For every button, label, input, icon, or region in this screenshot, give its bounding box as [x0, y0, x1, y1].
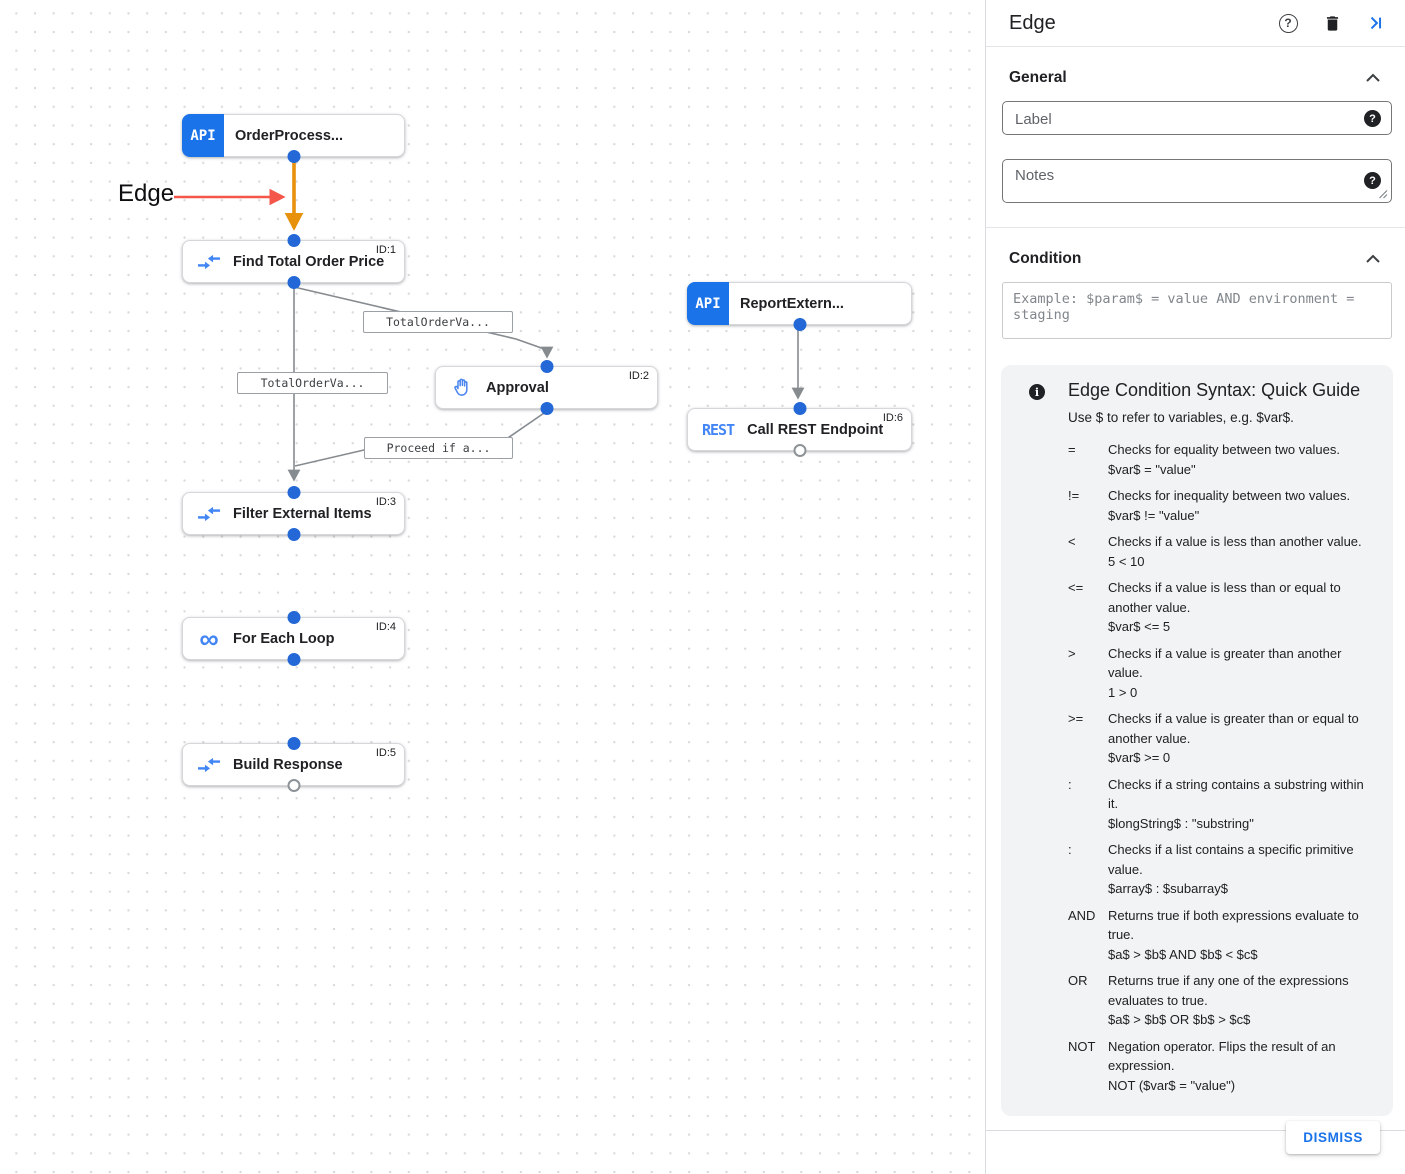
guide-intro: Use $ to refer to variables, e.g. $var$.: [1068, 410, 1294, 425]
output-port[interactable]: [287, 150, 300, 163]
condition-input[interactable]: [1003, 283, 1391, 338]
guide-row: <= Checks if a value is less than or equ…: [1068, 580, 1341, 634]
condition-heading: Condition: [1009, 250, 1082, 267]
node-title: Find Total Order Price: [233, 253, 385, 270]
dismiss-button[interactable]: DISMISS: [1286, 1121, 1380, 1154]
guide-title: Edge Condition Syntax: Quick Guide: [1068, 380, 1361, 400]
input-port[interactable]: [540, 360, 553, 373]
resize-handle-icon[interactable]: [1378, 189, 1388, 199]
general-section-header[interactable]: General: [986, 47, 1405, 101]
node-title: Call REST Endpoint: [747, 421, 884, 438]
guide-row: = Checks for equality between two values…: [1068, 442, 1340, 477]
input-port[interactable]: [287, 611, 300, 624]
node-title: OrderProcess...: [235, 127, 343, 144]
output-port[interactable]: [540, 402, 553, 415]
edge-condition-label[interactable]: TotalOrderVa...: [237, 372, 388, 394]
guide-row: < Checks if a value is less than another…: [1068, 534, 1362, 569]
notes-help-icon[interactable]: ?: [1364, 172, 1381, 189]
guide-row: OR Returns true if any one of the expres…: [1068, 973, 1349, 1027]
node-title: Build Response: [233, 756, 343, 773]
flow-canvas[interactable]: Edge API OrderProcess... Find Total Orde…: [0, 0, 985, 1174]
chevron-up-icon: [1366, 254, 1380, 263]
approval-hand-icon: [449, 376, 475, 399]
node-order-process[interactable]: API OrderProcess...: [182, 114, 405, 163]
label-input[interactable]: [1003, 102, 1391, 134]
for-each-loop-icon: ∞: [199, 623, 219, 654]
api-trigger-icon: API: [182, 114, 224, 157]
input-port[interactable]: [287, 737, 300, 750]
edges-layer: [174, 160, 805, 482]
output-port[interactable]: [793, 318, 806, 331]
output-port[interactable]: [287, 653, 300, 666]
output-port[interactable]: [287, 528, 300, 541]
guide-row: : Checks if a list contains a specific p…: [1068, 842, 1354, 896]
guide-row: != Checks for inequality between two val…: [1068, 488, 1351, 523]
node-approval[interactable]: Approval ID:2: [435, 360, 658, 415]
chevron-up-icon: [1366, 73, 1380, 82]
api-trigger-icon: API: [687, 282, 729, 325]
output-port-empty[interactable]: [287, 779, 300, 792]
panel-footer: DISMISS: [986, 1121, 1405, 1174]
label-help-icon[interactable]: ?: [1364, 110, 1381, 127]
notes-field-wrap: ?: [1002, 159, 1392, 203]
guide-row: >= Checks if a value is greater than or …: [1068, 711, 1359, 765]
node-call-rest-endpoint[interactable]: REST Call REST Endpoint ID:6: [687, 402, 912, 457]
node-build-response[interactable]: Build Response ID:5: [182, 737, 405, 792]
data-mapping-icon: [196, 254, 222, 270]
section-divider: [986, 227, 1405, 228]
delete-edge-button[interactable]: [1321, 12, 1343, 34]
node-for-each-loop[interactable]: ∞ For Each Loop ID:4: [182, 611, 405, 666]
edge-condition-label[interactable]: TotalOrderVa...: [363, 311, 513, 333]
node-id: ID:3: [375, 496, 396, 508]
data-mapping-icon: [196, 506, 222, 522]
trash-icon: [1326, 15, 1338, 31]
input-port[interactable]: [287, 486, 300, 499]
help-icon: ?: [1278, 13, 1298, 33]
panel-title: Edge: [1009, 11, 1056, 34]
node-find-total-order-price[interactable]: Find Total Order Price ID:1: [182, 234, 405, 289]
output-port-empty[interactable]: [793, 444, 806, 457]
node-title: ReportExtern...: [740, 295, 844, 312]
guide-row: AND Returns true if both expressions eva…: [1068, 907, 1359, 962]
node-filter-external-items[interactable]: Filter External Items ID:3: [182, 486, 405, 541]
condition-section-header[interactable]: Condition: [986, 228, 1405, 282]
node-report-extern[interactable]: API ReportExtern...: [687, 282, 912, 331]
help-button[interactable]: ?: [1277, 12, 1299, 34]
info-icon: i: [1029, 384, 1045, 400]
label-field-wrap: ?: [1002, 101, 1392, 135]
edge-config-panel: Edge ? General ? ?: [985, 0, 1405, 1174]
edge-annotation-label: Edge: [118, 180, 175, 207]
node-id: ID:1: [375, 244, 396, 256]
guide-row: NOT Negation operator. Flips the result …: [1068, 1038, 1336, 1093]
node-id: ID:2: [628, 370, 649, 382]
node-title: For Each Loop: [233, 630, 335, 647]
input-port[interactable]: [287, 234, 300, 247]
node-id: ID:6: [882, 412, 903, 424]
rest-task-icon: REST: [702, 420, 735, 439]
panel-header: Edge ?: [986, 0, 1405, 47]
guide-rows: = Checks for equality between two values…: [1068, 440, 1379, 1095]
guide-row: : Checks if a string contains a substrin…: [1068, 776, 1364, 831]
node-title: Approval: [486, 379, 549, 396]
data-mapping-icon: [196, 757, 222, 773]
node-id: ID:4: [375, 621, 396, 633]
edge-condition-label[interactable]: Proceed if a...: [364, 437, 513, 459]
general-heading: General: [1009, 69, 1067, 86]
output-port[interactable]: [287, 276, 300, 289]
condition-field-wrap: [1002, 282, 1392, 339]
node-title: Filter External Items: [233, 505, 372, 522]
node-id: ID:5: [375, 747, 396, 759]
collapse-panel-button[interactable]: [1365, 12, 1387, 34]
notes-input[interactable]: [1003, 160, 1391, 202]
input-port[interactable]: [793, 402, 806, 415]
condition-syntax-guide: i Edge Condition Syntax: Quick Guide Use…: [1001, 365, 1393, 1116]
collapse-panel-icon: [1370, 16, 1382, 30]
guide-row: > Checks if a value is greater than anot…: [1068, 645, 1342, 700]
